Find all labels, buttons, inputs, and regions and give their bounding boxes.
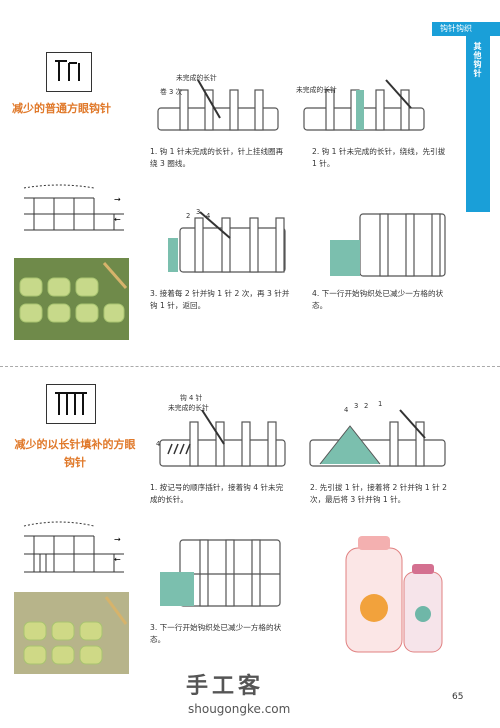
illustration-1-3 [150,208,290,280]
s1-num-2: 2 [186,212,191,220]
chart-diagram-2: → ← [14,512,129,582]
crochet-photo-2 [14,592,129,674]
crochet-symbol-2-icon [55,392,87,415]
header-bar [432,22,500,36]
illustration-2-3 [150,530,290,612]
section-divider [0,366,500,367]
svg-text:←: ← [114,555,121,564]
svg-text:←: ← [114,215,121,224]
illustration-1-2 [296,78,431,138]
watermark-text: 手工客 [186,674,265,699]
s2-num-2: 2 [364,402,369,410]
s2-num-left: 4 [156,440,161,448]
s2-label-a: 钩 4 针 [180,394,203,402]
page-number: 65 [452,692,464,702]
s2-step3: 3. 下一行开始钩织处已减少一方格的状态。 [150,623,282,644]
illustration-1-4 [310,206,450,282]
svg-text:→: → [114,535,121,544]
decoration-jars [338,528,448,658]
s2-label-b: 未完成的长针 [168,404,209,412]
illustration-1-1 [150,78,285,138]
s1-step2: 2. 钩 1 针未完成的长针，绕线，先引拔 1 针。 [312,147,446,168]
s1-step3: 3. 接着每 2 针并钩 1 针 2 次，再 3 针并钩 1 针，返回。 [150,289,290,310]
side-tab-label: 其他钩针 [473,42,482,78]
side-tab [466,36,490,212]
s1-num-4: 4 [206,212,211,220]
header-section-label: 钩针钩织 [440,24,472,33]
illustration-2-1 [150,408,290,476]
symbol-box-2 [46,384,96,424]
s1-label-a: 未完成的长针 [176,74,217,82]
svg-text:→: → [114,195,121,204]
s1-step1: 1. 钩 1 针未完成的长针，针上挂线圈再绕 3 圈线。 [150,147,284,168]
s1-label-c: 未完成的长针 [296,86,337,94]
s2-step2: 2. 先引拔 1 针，接着将 2 针并钩 1 针 2 次，最后将 3 针并钩 1… [310,483,448,504]
crochet-symbol-1-icon [55,60,80,81]
crochet-photo-1 [14,258,129,340]
s2-num-3: 3 [354,402,359,410]
section2-title: 减少的以长针填补的方眼钩针 [14,438,136,469]
s2-num-1: 1 [378,400,383,408]
illustration-2-2 [300,408,450,476]
chart-diagram-1: → ← [14,178,129,240]
s1-num-3: 3 [196,208,201,216]
s2-num-4: 4 [344,406,349,414]
s1-step4: 4. 下一行开始钩织处已减少一方格的状态。 [312,289,444,310]
watermark-url: shougongke.com [188,702,291,716]
s2-step1: 1. 按记号的顺序插针，接着钩 4 针未完成的长针。 [150,483,284,504]
s1-label-b: 卷 3 次 [160,88,183,96]
symbol-box-1 [46,52,92,92]
section1-title: 减少的普通方眼钩针 [12,102,111,115]
